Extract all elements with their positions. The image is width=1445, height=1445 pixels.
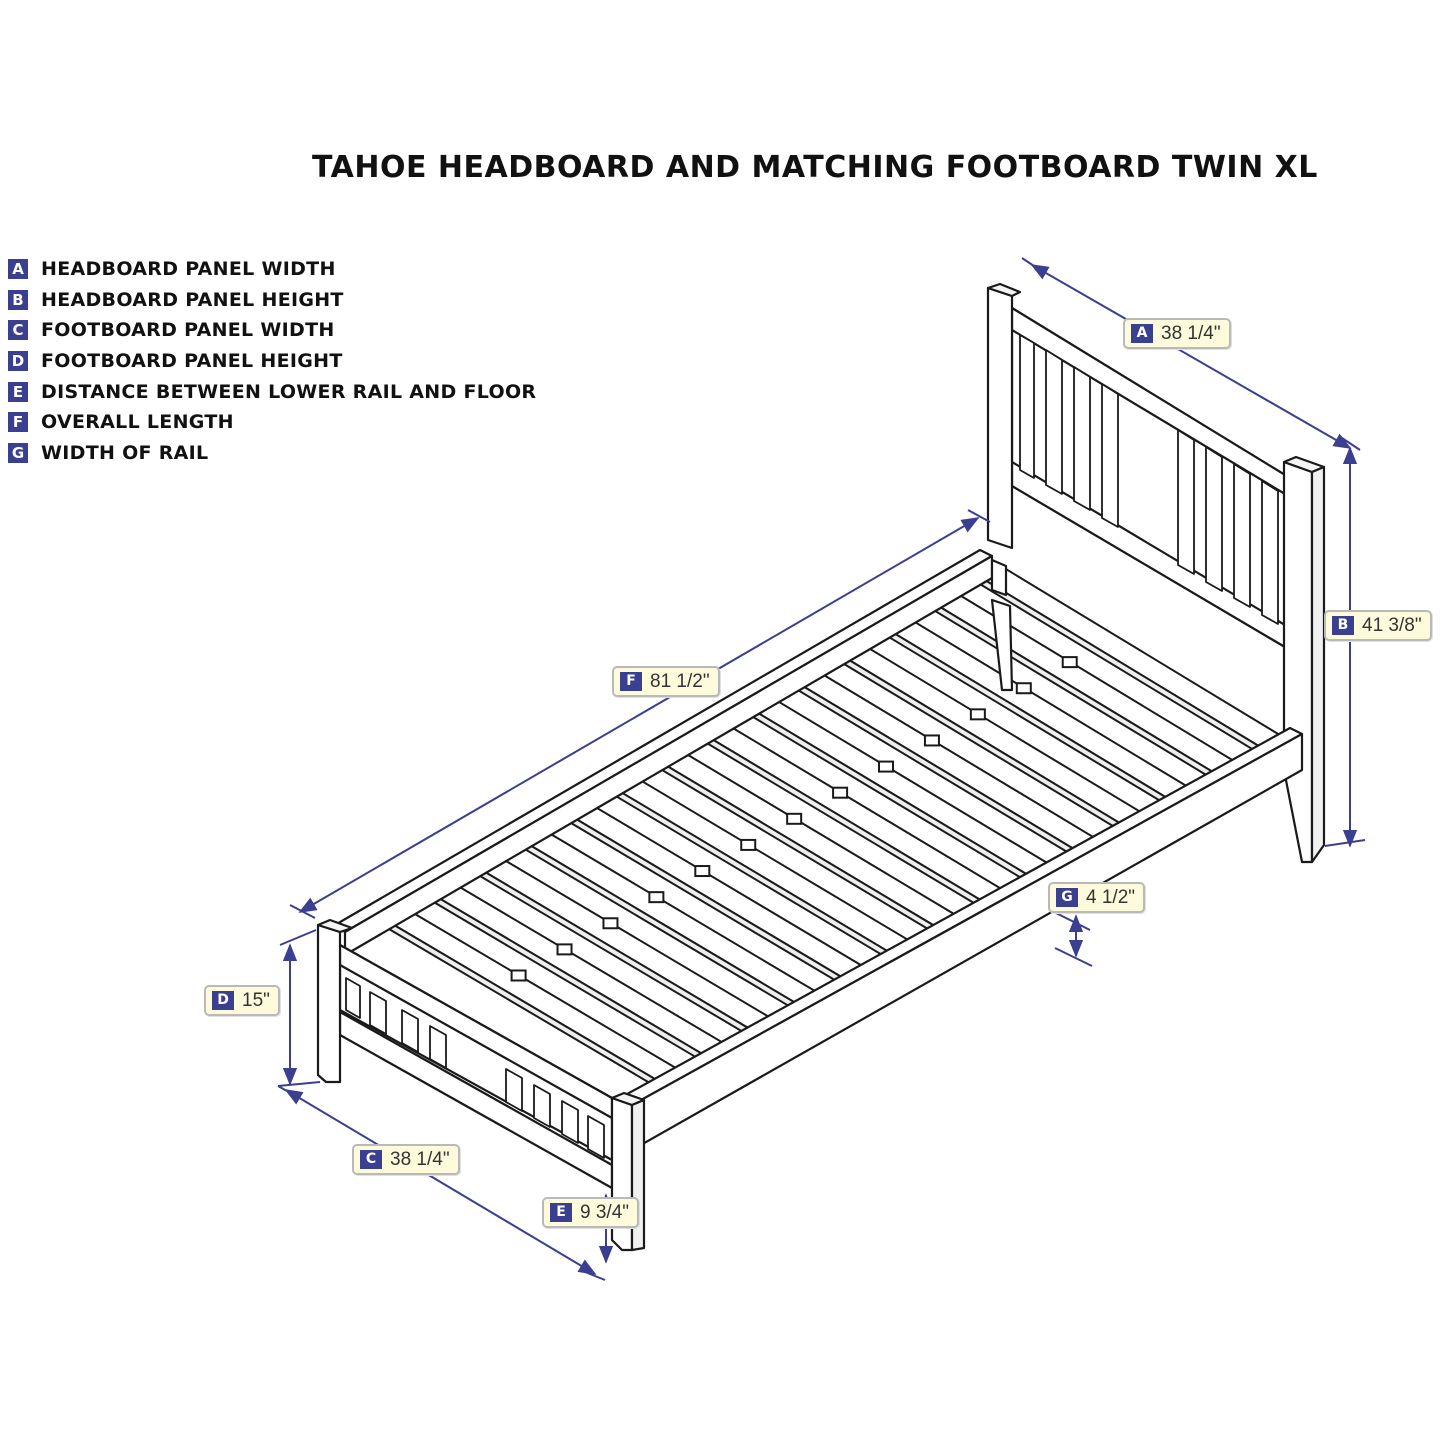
legend-item-b: B HEADBOARD PANEL HEIGHT <box>8 285 536 316</box>
dim-line-c <box>284 1089 597 1275</box>
dim-line-a <box>1030 264 1352 449</box>
headboard-leg-left <box>990 598 1014 692</box>
slat-support-block <box>878 760 895 773</box>
dimension-tag-b: B 41 3/8" <box>1324 610 1432 641</box>
diagram-title: TAHOE HEADBOARD AND MATCHING FOOTBOARD T… <box>312 150 1318 185</box>
legend-key-a: A <box>8 259 28 280</box>
slat-support-block <box>1015 682 1032 695</box>
legend-text-d: FOOTBOARD PANEL HEIGHT <box>41 350 343 373</box>
tag-value-d: 15" <box>242 989 270 1011</box>
dimension-tag-c: C 38 1/4" <box>352 1144 460 1175</box>
tag-key-e: E <box>550 1203 572 1222</box>
tag-value-a: 38 1/4" <box>1161 322 1221 344</box>
slat-support-block <box>832 786 849 799</box>
dimension-tag-a: A 38 1/4" <box>1123 318 1231 349</box>
headboard-right-post-side <box>1310 465 1326 864</box>
legend-text-b: HEADBOARD PANEL HEIGHT <box>41 288 344 311</box>
slat-support-block <box>602 917 619 930</box>
tag-key-a: A <box>1131 324 1153 343</box>
legend-key-b: B <box>8 289 28 310</box>
headboard-bracket <box>990 558 1008 597</box>
slat-support-block <box>923 734 940 747</box>
tag-value-b: 41 3/8" <box>1362 614 1422 636</box>
legend-text-f: OVERALL LENGTH <box>41 411 234 434</box>
legend-item-d: D FOOTBOARD PANEL HEIGHT <box>8 346 536 377</box>
legend-key-d: D <box>8 351 28 372</box>
legend-key-c: C <box>8 320 28 341</box>
legend-text-a: HEADBOARD PANEL WIDTH <box>41 258 336 281</box>
legend-key-e: E <box>8 381 28 402</box>
dim-line-f <box>298 517 980 913</box>
legend-item-c: C FOOTBOARD PANEL WIDTH <box>8 315 536 346</box>
dimension-tag-d: D 15" <box>204 985 280 1016</box>
dimension-tag-f: F 81 1/2" <box>612 666 720 697</box>
footboard-left-post-top <box>316 918 354 934</box>
legend-item-e: E DISTANCE BETWEEN LOWER RAIL AND FLOOR <box>8 376 536 407</box>
tag-key-g: G <box>1056 888 1078 907</box>
legend-text-c: FOOTBOARD PANEL WIDTH <box>41 319 335 342</box>
legend: A HEADBOARD PANEL WIDTH B HEADBOARD PANEL … <box>8 254 536 468</box>
slat-support-block <box>740 838 757 851</box>
slat-support-block <box>556 943 573 956</box>
legend-text-g: WIDTH OF RAIL <box>41 441 209 464</box>
slat-support-block <box>648 891 665 904</box>
slat-support-block <box>694 865 711 878</box>
dimension-tag-e: E 9 3/4" <box>542 1197 640 1228</box>
tag-key-c: C <box>360 1150 382 1169</box>
headboard-right-post <box>1282 460 1314 864</box>
slat-support-block <box>786 812 803 825</box>
tag-value-c: 38 1/4" <box>390 1148 450 1170</box>
slat-support-block <box>1061 656 1078 669</box>
tag-key-f: F <box>620 672 642 691</box>
headboard-left-post <box>986 286 1014 550</box>
legend-text-e: DISTANCE BETWEEN LOWER RAIL AND FLOOR <box>41 380 537 403</box>
legend-key-f: F <box>8 412 28 433</box>
tag-key-b: B <box>1332 616 1354 635</box>
tag-value-g: 4 1/2" <box>1086 886 1136 908</box>
footboard-left-post <box>316 923 342 1084</box>
tag-key-d: D <box>212 991 234 1010</box>
slat-support-block <box>510 969 527 982</box>
headboard-left-post-top <box>986 282 1022 298</box>
tag-value-f: 81 1/2" <box>650 670 710 692</box>
dimension-tag-g: G 4 1/2" <box>1048 882 1146 913</box>
legend-key-g: G <box>8 442 28 463</box>
legend-item-a: A HEADBOARD PANEL WIDTH <box>8 254 536 285</box>
slat-support-block <box>969 708 986 721</box>
tag-value-e: 9 3/4" <box>580 1201 630 1223</box>
legend-item-f: F OVERALL LENGTH <box>8 407 536 438</box>
legend-item-g: G WIDTH OF RAIL <box>8 438 536 469</box>
